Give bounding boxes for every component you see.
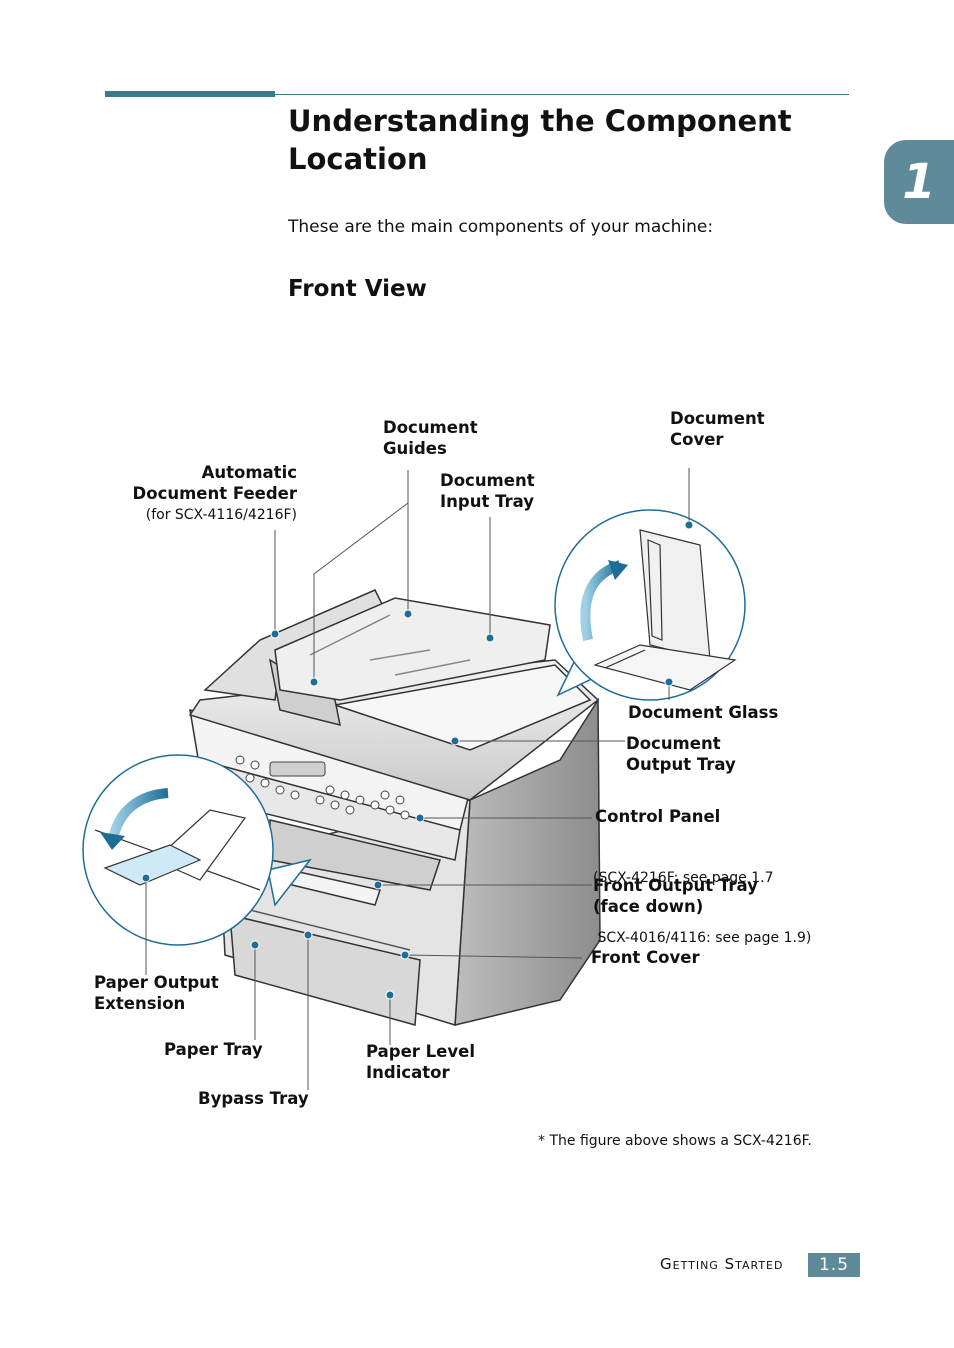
page-number-badge: 1.5 [808, 1253, 860, 1277]
page-title: Understanding the Component Location [288, 102, 848, 178]
label-adf-note: (for SCX-4116/4216F) [145, 507, 297, 523]
label-document-output-tray: Document Output Tray [626, 734, 736, 774]
figure-note: * The figure above shows a SCX-4216F. [538, 1133, 812, 1149]
label-document-guides: Document Guides [383, 418, 478, 458]
label-document-cover: Document Cover [670, 409, 765, 449]
label-automatic-document-feeder: Automatic Document Feeder [132, 463, 297, 503]
section-title: Front View [288, 276, 427, 302]
printer-front-view-diagram [82, 468, 746, 1090]
label-control-panel-notes: (SCX-4216F: see page 1.7 SCX-4016/4116: … [593, 870, 812, 946]
label-front-output-tray: Front Output Tray (face down) [593, 876, 758, 916]
leader-lines [145, 468, 690, 1090]
label-document-input-tray: Document Input Tray [440, 471, 535, 511]
label-control-panel: Control Panel [595, 807, 721, 826]
intro-text: These are the main components of your ma… [288, 217, 714, 237]
extension-arrow [108, 788, 169, 842]
page-title-line-2: Location [288, 142, 428, 176]
extension-illustration [94, 809, 261, 891]
label-paper-tray: Paper Tray [164, 1040, 263, 1059]
chapter-number: 1 [902, 154, 936, 210]
page-title-line-1: Understanding the Component [288, 104, 792, 138]
label-bypass-tray: Bypass Tray [198, 1089, 309, 1108]
footer-section-name: Getting Started [660, 1255, 784, 1273]
chapter-tab [884, 140, 954, 224]
label-paper-output-extension: Paper Output Extension [94, 973, 219, 1013]
cover-illustration [593, 529, 737, 691]
leader-dots [141, 520, 694, 1000]
label-paper-level-indicator: Paper Level Indicator [366, 1042, 475, 1082]
control-panel-keys [235, 755, 410, 820]
header-rule-thick [105, 91, 275, 97]
label-front-cover: Front Cover [591, 948, 700, 967]
label-document-glass: Document Glass [628, 703, 779, 722]
header-rule-thin [275, 94, 849, 95]
